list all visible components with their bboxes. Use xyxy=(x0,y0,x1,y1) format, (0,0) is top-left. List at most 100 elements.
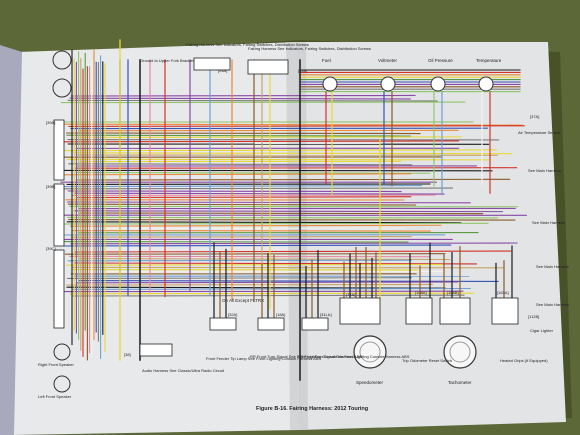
wire xyxy=(63,244,452,247)
label-left-front-speaker: Left Front Speaker xyxy=(38,394,72,399)
wire xyxy=(62,222,489,225)
connector-block xyxy=(139,343,173,357)
label-temp-sensor: Air Temperature Sensor xyxy=(518,130,561,135)
label-fuel: Fuel xyxy=(322,58,331,63)
label-right-front-speaker: Right Front Speaker xyxy=(38,362,74,367)
connector-id-7: [39B] xyxy=(46,184,55,189)
label-lr-turn-signal: LR Front Turn Signal See Front Lighting … xyxy=(298,354,410,359)
wire xyxy=(74,250,512,253)
connector-id-2: [31A] xyxy=(298,68,307,73)
wire xyxy=(67,99,438,102)
wire-harness xyxy=(59,39,528,381)
label-audio-harness: Audio Harness See Classic/Ultra Radio Ci… xyxy=(142,368,225,373)
wire xyxy=(60,101,466,104)
connector-block xyxy=(301,317,329,331)
speaker-icons xyxy=(52,50,72,393)
wire xyxy=(79,129,459,132)
label-tachometer: Tachometer xyxy=(448,380,472,385)
connector-id-14: [37A] xyxy=(530,114,539,119)
label-fairing-harness: Fairing Harness See Indicators, Fairing … xyxy=(186,42,309,47)
wire xyxy=(61,187,453,190)
wire xyxy=(67,203,417,206)
gauge-icons xyxy=(322,76,494,369)
wire xyxy=(70,94,416,97)
right-page xyxy=(298,42,566,430)
label-see-main-1: See Main Harness xyxy=(528,168,561,173)
wire xyxy=(64,149,498,152)
label-see-main-4: See Main Harness xyxy=(536,302,569,307)
wire xyxy=(67,277,412,279)
figure-caption: Figure B-16. Fairing Harness: 2012 Touri… xyxy=(256,406,368,412)
wire xyxy=(65,253,446,255)
connector-id-3: [32A] xyxy=(228,312,237,317)
wire xyxy=(70,242,518,245)
wire xyxy=(76,178,511,181)
wire xyxy=(66,201,471,204)
connector-id-10: [108B] xyxy=(447,290,459,295)
wire xyxy=(69,97,411,100)
wire xyxy=(66,132,421,135)
label-oil-pressure: Oil Pressure xyxy=(428,58,453,63)
wire xyxy=(74,152,513,155)
wire xyxy=(77,280,499,283)
tachometer-icon xyxy=(443,335,477,369)
wire xyxy=(66,286,446,289)
wire xyxy=(74,192,445,195)
wire xyxy=(66,283,433,286)
speedometer-icon xyxy=(353,335,387,369)
connector-id-1: [24A] xyxy=(218,68,227,73)
connector-ids: [38] [24A] [31A] [32A] [18A] [31LA] [39A… xyxy=(46,68,539,357)
label-cigar-lighter: Cigar Lighter xyxy=(530,328,554,333)
connector-block xyxy=(491,297,519,325)
wire xyxy=(77,196,412,199)
connector-id-0: [38] xyxy=(124,352,131,357)
wire xyxy=(71,287,471,290)
wire xyxy=(67,190,402,193)
label-see-main-2: See Main Harness xyxy=(532,220,565,225)
connector-id-11: [163A] xyxy=(497,290,509,295)
wire xyxy=(79,212,484,215)
label-on-all-except: On All Except FLTRX xyxy=(222,298,264,303)
connector-blocks xyxy=(53,57,519,357)
label-rr-turn-signal: RR Front Turn Signal See Front Lighting … xyxy=(250,354,362,359)
connector-block xyxy=(53,183,65,247)
connector-block xyxy=(405,297,433,325)
label-temperature: Temperature xyxy=(476,58,502,63)
connector-block xyxy=(53,249,65,329)
connector-block xyxy=(53,119,65,181)
wire xyxy=(70,224,442,227)
connector-id-12: [112B] xyxy=(528,314,539,319)
label-heated-grips: Heated Grips (If Equipped) xyxy=(500,358,548,363)
connector-block xyxy=(247,59,289,75)
label-front-fender-tip: Front Fender Tip Lamp See Front Lighting… xyxy=(206,356,322,361)
label-voltmeter: Voltmeter xyxy=(378,58,398,63)
wire xyxy=(68,163,413,166)
wire xyxy=(60,123,523,126)
connector-block xyxy=(257,317,285,331)
label-speedometer: Speedometer xyxy=(356,380,384,385)
connector-block xyxy=(339,297,381,325)
connector-block xyxy=(209,317,237,331)
wire xyxy=(62,185,422,188)
connector-id-4: [18A] xyxy=(276,312,285,317)
wire xyxy=(60,173,412,176)
diagram-labels: Right Front Speaker Left Front Speaker A… xyxy=(38,42,569,412)
wire xyxy=(69,292,475,295)
connector-id-13: [77A] xyxy=(346,292,355,297)
connector-id-6: [39A] xyxy=(46,120,55,125)
wire xyxy=(66,221,462,224)
wire xyxy=(73,210,503,213)
connector-id-9: [108A] xyxy=(415,290,427,295)
label-ground: Ground to Upper Fork Bracket xyxy=(140,58,194,63)
label-see-main-3: See Main Harness xyxy=(536,264,569,269)
connector-block xyxy=(193,57,231,71)
connector-block xyxy=(439,297,471,325)
connector-id-5: [31LA] xyxy=(320,312,332,317)
label-trip-switch: Trip Odometer Reset Switch xyxy=(402,358,452,363)
connector-id-8: [39C] xyxy=(46,246,56,251)
wire xyxy=(66,134,411,137)
wire xyxy=(67,259,412,262)
wire xyxy=(68,125,525,127)
wire xyxy=(67,216,499,219)
